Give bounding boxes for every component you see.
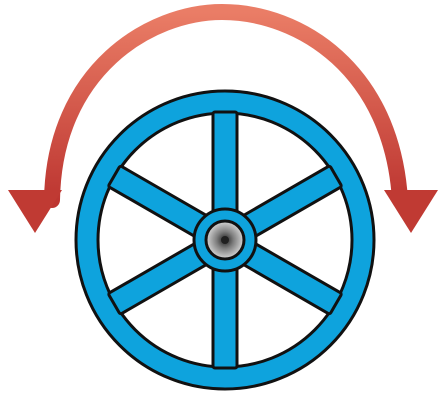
wheel-icon <box>76 91 374 389</box>
left-arrowhead-icon <box>8 190 62 233</box>
right-arrowhead-icon <box>384 190 438 233</box>
